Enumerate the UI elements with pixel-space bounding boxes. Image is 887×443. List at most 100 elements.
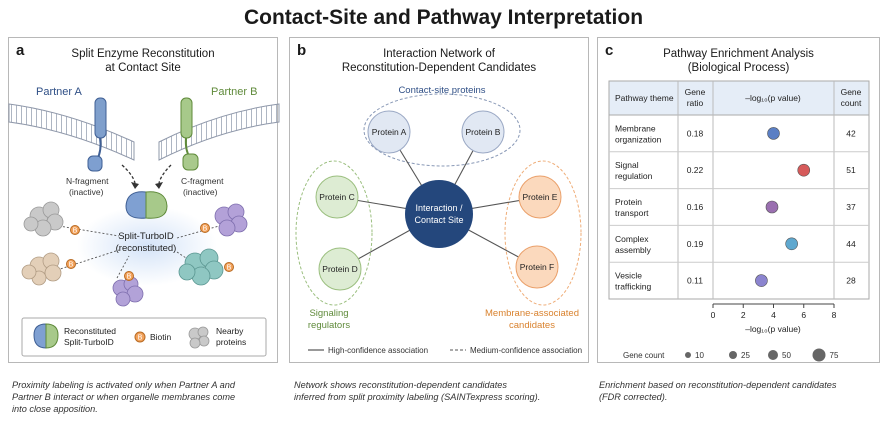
panel-b-title-2: Reconstitution-Dependent Candidates [341, 62, 537, 74]
x-axis-label: –log₁₀(p value) [745, 324, 801, 334]
panel-c-title-2: (Biological Process) [687, 62, 790, 74]
enzyme-label-1: Split-TurboID [118, 231, 174, 242]
enrichment-point [785, 237, 798, 251]
row-gene-count: 51 [846, 165, 856, 175]
size-legend-dot [685, 352, 691, 358]
panel-a-label: a [16, 42, 25, 59]
legend-biotin: Biotin [150, 332, 172, 342]
row-gene-ratio: 0.18 [687, 128, 704, 138]
row-theme-line-1: Vesicle [615, 271, 642, 281]
contact-group-outline [363, 93, 521, 167]
partner-b-protein [180, 97, 193, 139]
row-theme-line-1: Complex [615, 234, 649, 244]
enrichment-point [797, 163, 811, 177]
row-gene-ratio: 0.19 [687, 239, 704, 249]
signaling-group-outline [295, 160, 373, 306]
partner-b-label: Partner B [211, 86, 257, 98]
panel-c: c Pathway Enrichment Analysis (Biologica… [597, 37, 880, 363]
membrane-left [8, 103, 135, 161]
row-gene-count: 28 [846, 276, 856, 286]
biotin-markers: B B B B B [66, 223, 234, 281]
arrow-right [158, 164, 172, 184]
node-protein-f-label: Protein F [520, 262, 555, 272]
enrichment-point [767, 127, 780, 140]
svg-text:B: B [73, 228, 78, 235]
node-protein-b-label: Protein B [466, 127, 501, 137]
signaling-label-1: Signaling [309, 308, 348, 319]
row-gene-ratio: 0.11 [687, 276, 703, 286]
hub-node [405, 180, 473, 248]
enrichment-point [765, 200, 779, 214]
caption-c: Enrichment based on reconstitution-depen… [599, 379, 882, 403]
row-theme-line-2: assembly [615, 245, 652, 255]
x-tick-label: 8 [832, 310, 837, 320]
caption-c-line-1: Enrichment based on reconstitution-depen… [599, 380, 837, 390]
node-protein-a-label: Protein A [372, 127, 407, 137]
row-theme-line-2: regulation [615, 171, 653, 181]
node-protein-a [367, 110, 411, 154]
reconstituted-enzyme [125, 191, 168, 219]
row-theme-line-1: Signal [615, 160, 639, 170]
col-header-pval: –log₁₀(p value) [745, 93, 801, 103]
size-legend-label: 75 [830, 351, 839, 360]
c-fragment-label-1: C-fragment [181, 176, 224, 186]
gene-count-legend-label: Gene count [623, 351, 665, 360]
nearby-protein-1 [23, 201, 64, 237]
n-fragment-label-1: N-fragment [66, 176, 109, 186]
col-header-count-1: Gene [841, 87, 862, 97]
row-gene-count: 42 [846, 128, 856, 138]
legend-enzyme-1: Reconstituted [64, 326, 116, 336]
nearby-protein-5 [178, 248, 224, 286]
col-header-ratio-2: ratio [687, 98, 704, 108]
c-fragment [182, 153, 199, 171]
col-header-theme: Pathway theme [615, 93, 674, 103]
row-gene-count: 37 [846, 202, 856, 212]
svg-text:B: B [69, 262, 74, 269]
partner-a-protein [94, 97, 107, 139]
svg-text:B: B [203, 226, 208, 233]
membrane-group-outline [504, 160, 582, 306]
hub-label-2: Contact Site [414, 215, 463, 225]
membrane-label-1: Membrane-associated [485, 308, 579, 319]
svg-text:B: B [127, 274, 132, 281]
x-tick-label: 4 [771, 310, 776, 320]
caption-a: Proximity labeling is activated only whe… [12, 379, 282, 415]
x-tick-label: 6 [801, 310, 806, 320]
row-theme-line-2: trafficking [615, 282, 651, 292]
node-protein-d [318, 247, 362, 291]
row-theme-line-2: transport [615, 208, 649, 218]
n-fragment [87, 155, 103, 172]
panel-b-title-1: Interaction Network of [383, 48, 495, 60]
panel-a-title-2: at Contact Site [105, 62, 181, 74]
legend-high-confidence: High-confidence association [328, 346, 428, 355]
node-protein-f [515, 245, 559, 289]
c-fragment-label-2: (inactive) [183, 187, 218, 197]
legend-nearby-2: proteins [216, 337, 246, 347]
n-fragment-label-2: (inactive) [69, 187, 104, 197]
caption-b-line-2: inferred from split proximity labeling (… [294, 392, 541, 402]
size-legend-dot [729, 351, 737, 359]
col-header-ratio-1: Gene [685, 87, 706, 97]
nearby-protein-2 [21, 252, 62, 286]
panel-a-title-1: Split Enzyme Reconstitution [71, 48, 215, 60]
signaling-label-2: regulators [308, 320, 350, 331]
svg-text:B: B [227, 265, 232, 272]
size-legend-dot [768, 350, 778, 360]
row-theme-line-1: Protein [615, 197, 642, 207]
size-legend-label: 25 [741, 351, 750, 360]
legend-medium-confidence: Medium-confidence association [470, 346, 582, 355]
legend-nearby-1: Nearby [216, 326, 244, 336]
size-legend-label: 50 [782, 351, 791, 360]
contact-group-label: Contact-site proteins [398, 85, 485, 96]
node-protein-e-label: Protein E [523, 192, 558, 202]
partner-a-label: Partner A [36, 86, 83, 98]
row-theme-line-1: Membrane [615, 123, 656, 133]
panel-c-label: c [605, 42, 614, 59]
membrane-label-2: candidates [509, 320, 555, 331]
size-legend-dot [812, 348, 826, 362]
caption-c-line-2: (FDR corrected). [599, 392, 668, 402]
hub-label-1: Interaction / [415, 203, 463, 213]
panel-a: a Split Enzyme Reconstitution at Contact… [8, 37, 280, 363]
